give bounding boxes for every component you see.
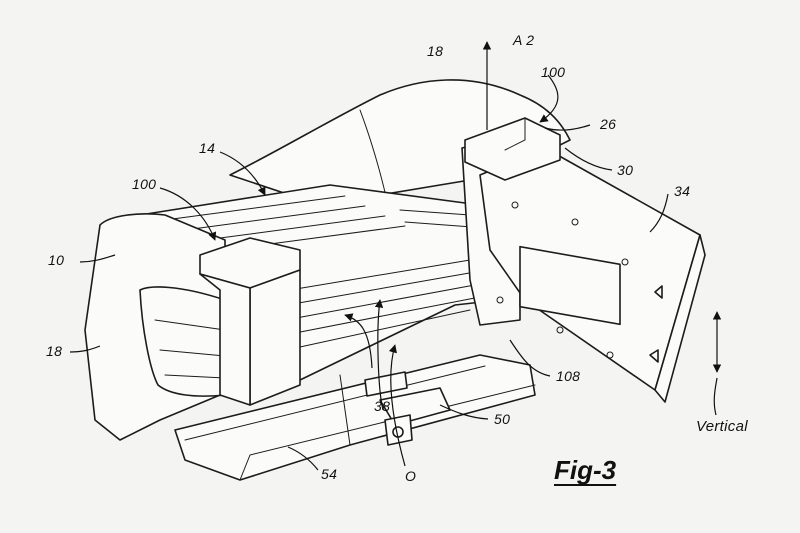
label-26: 26 bbox=[600, 116, 617, 132]
label-14: 14 bbox=[199, 140, 216, 156]
label-vertical: Vertical bbox=[696, 418, 748, 435]
figure-title: Fig-3 bbox=[554, 455, 617, 485]
rear-bumper bbox=[174, 354, 536, 481]
label-108: 108 bbox=[556, 368, 581, 384]
label-38: 38 bbox=[374, 398, 391, 414]
label-10: 10 bbox=[48, 252, 65, 268]
tailgate-34 bbox=[461, 137, 706, 403]
label-18-left: 18 bbox=[46, 343, 63, 359]
label-30: 30 bbox=[617, 162, 634, 178]
license-recess bbox=[364, 371, 408, 397]
trailer-hitch bbox=[379, 387, 451, 446]
label-100-right: 100 bbox=[541, 64, 566, 80]
taillight bbox=[139, 286, 226, 397]
label-origin-o: O bbox=[405, 468, 417, 484]
label-100-left: 100 bbox=[132, 176, 157, 192]
leader-lines bbox=[69, 74, 718, 471]
label-axis-a2: A 2 bbox=[513, 32, 535, 48]
label-54: 54 bbox=[321, 466, 338, 482]
left-insert bbox=[199, 237, 301, 406]
label-34: 34 bbox=[674, 183, 691, 199]
label-50: 50 bbox=[494, 411, 511, 427]
label-18-top: 18 bbox=[427, 43, 444, 59]
